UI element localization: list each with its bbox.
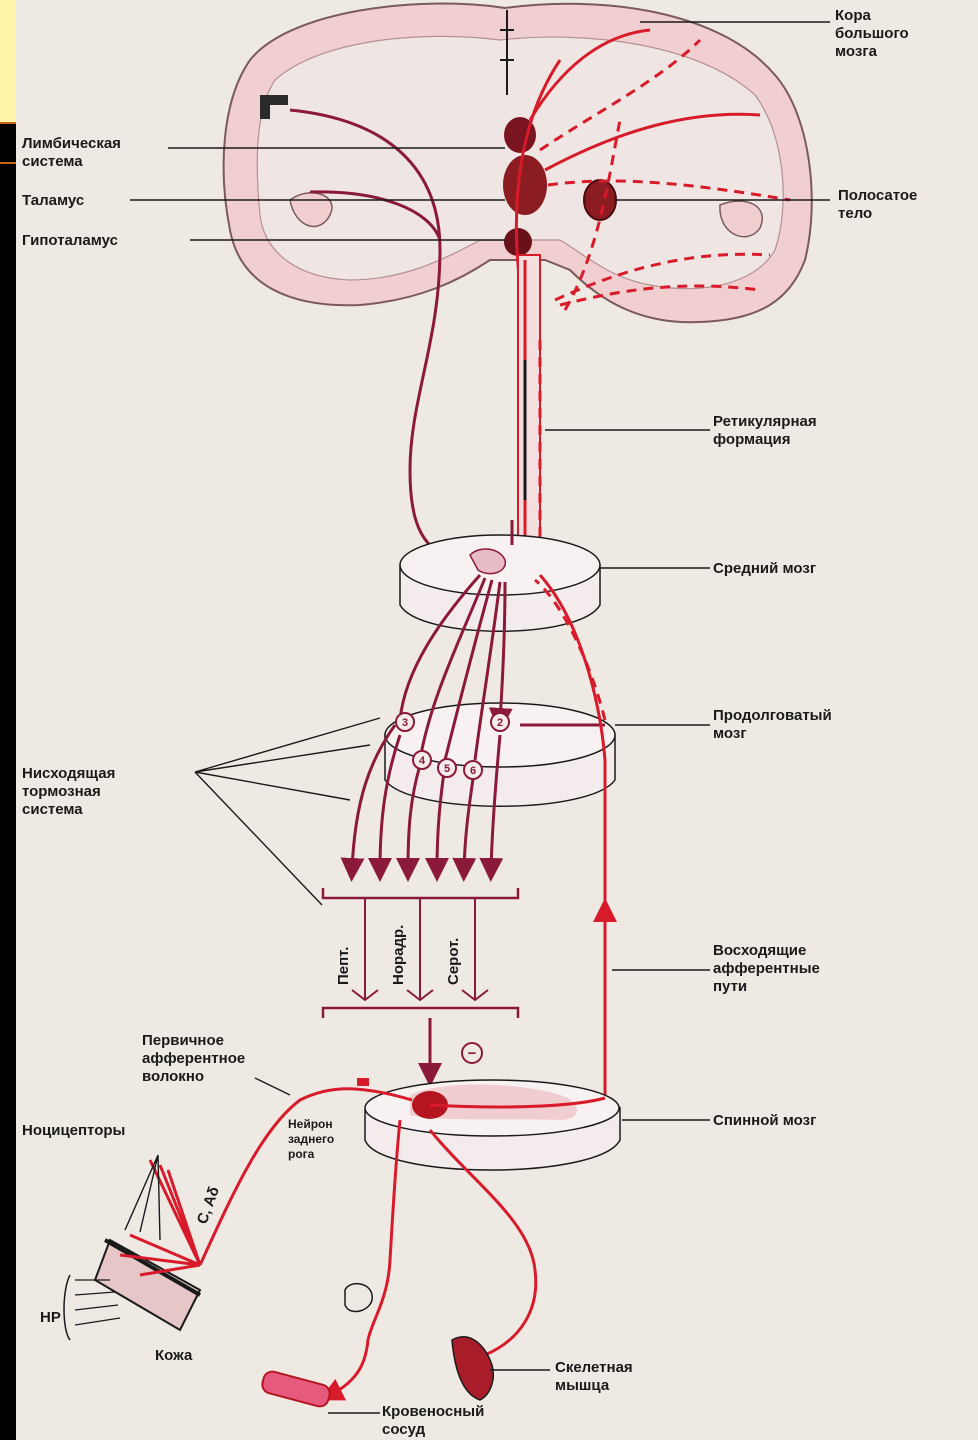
- label-midbrain: Средний мозг: [713, 560, 816, 577]
- transmitter-peptides: Пепт.: [335, 947, 352, 985]
- label-thalamus: Таламус: [22, 192, 84, 209]
- nucleus-label: 5: [444, 763, 450, 775]
- spinal-cord-disc: [365, 1080, 620, 1170]
- thalamus-nucleus: [503, 155, 547, 215]
- label-spinal-cord: Спинной мозг: [713, 1112, 816, 1129]
- fibre-marker: [357, 1078, 369, 1086]
- ascending-pathway: [540, 575, 605, 1100]
- ganglion: [345, 1284, 372, 1312]
- nucleus-label: 2: [497, 717, 503, 729]
- nucleus-label: 6: [470, 765, 476, 777]
- brainstem: [518, 255, 540, 570]
- transmitter-box: Пепт. Норадр. Серот.: [323, 888, 518, 1018]
- skin-patch: [95, 1160, 200, 1330]
- sympathetic-efferent: [330, 1120, 400, 1395]
- label-hp: HP: [40, 1309, 61, 1326]
- reticular-column: [518, 255, 540, 570]
- nucleus-label: 4: [419, 755, 426, 767]
- label-fiber-types: C, Aδ: [194, 1184, 223, 1226]
- transmitter-noradrenaline: Норадр.: [390, 925, 407, 985]
- skeletal-muscle: [452, 1337, 493, 1400]
- nucleus-label: 3: [402, 717, 408, 729]
- limbic-terminal: [260, 95, 270, 119]
- blood-vessel: [260, 1370, 331, 1409]
- label-hypothalamus: Гипоталамус: [22, 232, 118, 249]
- inhibition-symbol: −: [468, 1045, 477, 1062]
- label-skin: Кожа: [155, 1347, 193, 1364]
- label-nociceptors: Ноцицепторы: [22, 1122, 125, 1139]
- transmitter-serotonin: Серот.: [445, 938, 462, 985]
- nociceptor-pointers: [125, 1155, 160, 1240]
